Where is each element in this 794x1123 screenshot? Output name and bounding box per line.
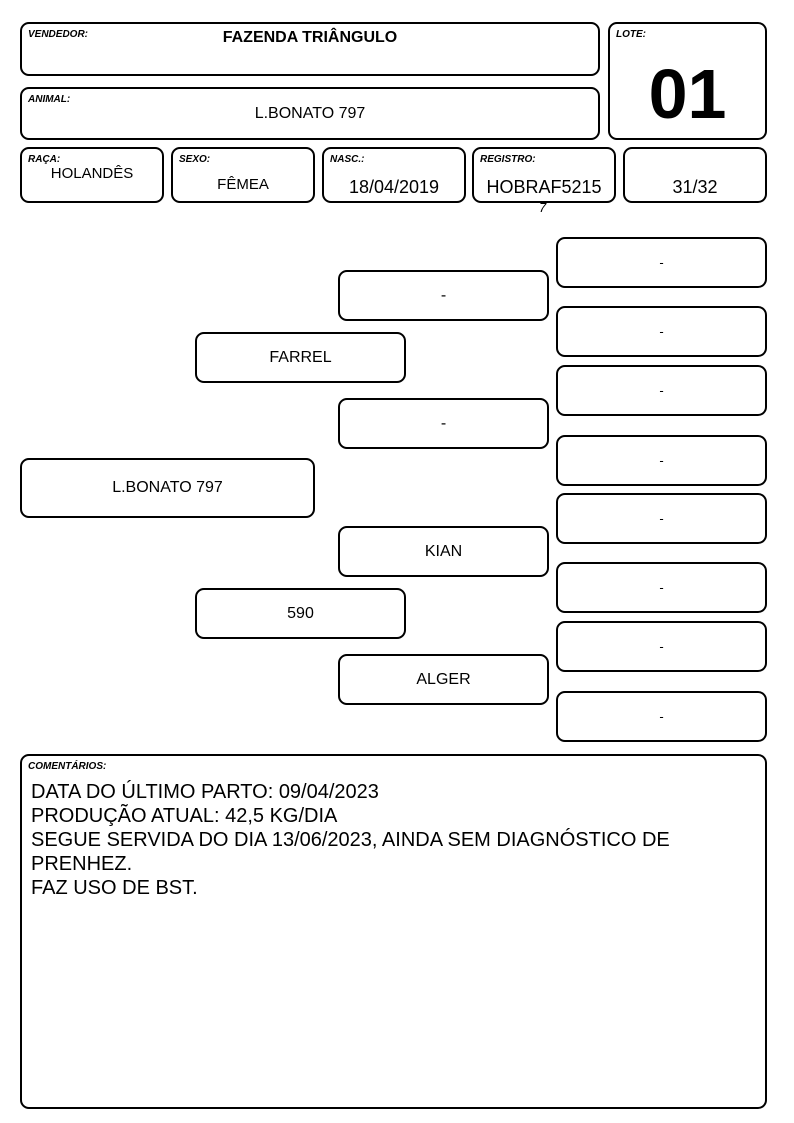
- sexo-value: FÊMEA: [217, 176, 269, 193]
- registro-label: REGISTRO:: [480, 154, 536, 165]
- sexo-box: SEXO: FÊMEA: [171, 147, 315, 203]
- registro-value: HOBRAF5215: [486, 177, 602, 197]
- pedigree-dam: 590: [195, 588, 406, 639]
- lote-label: LOTE:: [616, 29, 646, 40]
- pedigree-gen3-2: -: [556, 306, 767, 357]
- pedigree-gen3-6: -: [556, 562, 767, 613]
- pedigree-dam-sire: KIAN: [338, 526, 549, 577]
- comment-line: SEGUE SERVIDA DO DIA 13/06/2023, AINDA S…: [31, 829, 670, 875]
- raca-value: HOLANDÊS: [50, 165, 134, 182]
- grau-value: 31/32: [672, 177, 718, 197]
- nasc-box: NASC.: 18/04/2019: [322, 147, 466, 203]
- nasc-value: 18/04/2019: [348, 177, 440, 197]
- nasc-label: NASC.:: [330, 154, 365, 165]
- pedigree-gen3-4: -: [556, 435, 767, 486]
- vendedor-label: VENDEDOR:: [28, 29, 89, 40]
- comment-line: DATA DO ÚLTIMO PARTO: 09/04/2023: [31, 781, 379, 803]
- animal-value: L.BONATO 797: [254, 105, 366, 122]
- vendedor-box: VENDEDOR: FAZENDA TRIÂNGULO: [20, 22, 600, 76]
- pedigree-gen3-1: -: [556, 237, 767, 288]
- vendedor-value: FAZENDA TRIÂNGULO: [222, 29, 398, 46]
- raca-label: RAÇA:: [28, 154, 61, 165]
- pedigree-animal: L.BONATO 797: [20, 458, 315, 518]
- sexo-label: SEXO:: [179, 154, 211, 165]
- lote-box: LOTE: 01: [608, 22, 767, 140]
- pedigree-sire: FARREL: [195, 332, 406, 383]
- pedigree-sire-sire: -: [338, 270, 549, 321]
- pedigree-gen3-7: -: [556, 621, 767, 672]
- raca-box: RAÇA: HOLANDÊS: [20, 147, 164, 203]
- registro-overflow: 7: [539, 200, 547, 215]
- pedigree-gen3-8: -: [556, 691, 767, 742]
- lote-value: 01: [648, 55, 727, 133]
- pedigree-sire-dam: -: [338, 398, 549, 449]
- comments-box: COMENTÁRIOS: DATA DO ÚLTIMO PARTO: 09/04…: [20, 754, 767, 1109]
- comments-label: COMENTÁRIOS:: [28, 761, 107, 772]
- pedigree-gen3-3: -: [556, 365, 767, 416]
- comment-line: FAZ USO DE BST.: [31, 877, 198, 899]
- animal-box: ANIMAL: L.BONATO 797: [20, 87, 600, 140]
- pedigree-gen3-5: -: [556, 493, 767, 544]
- registro-box: REGISTRO: HOBRAF5215: [472, 147, 616, 203]
- animal-label: ANIMAL:: [28, 94, 71, 105]
- grau-box: 31/32: [623, 147, 767, 203]
- comment-line: PRODUÇÃO ATUAL: 42,5 KG/DIA: [31, 805, 338, 827]
- comments-text: DATA DO ÚLTIMO PARTO: 09/04/2023 PRODUÇÃ…: [31, 780, 725, 900]
- pedigree-dam-dam: ALGER: [338, 654, 549, 705]
